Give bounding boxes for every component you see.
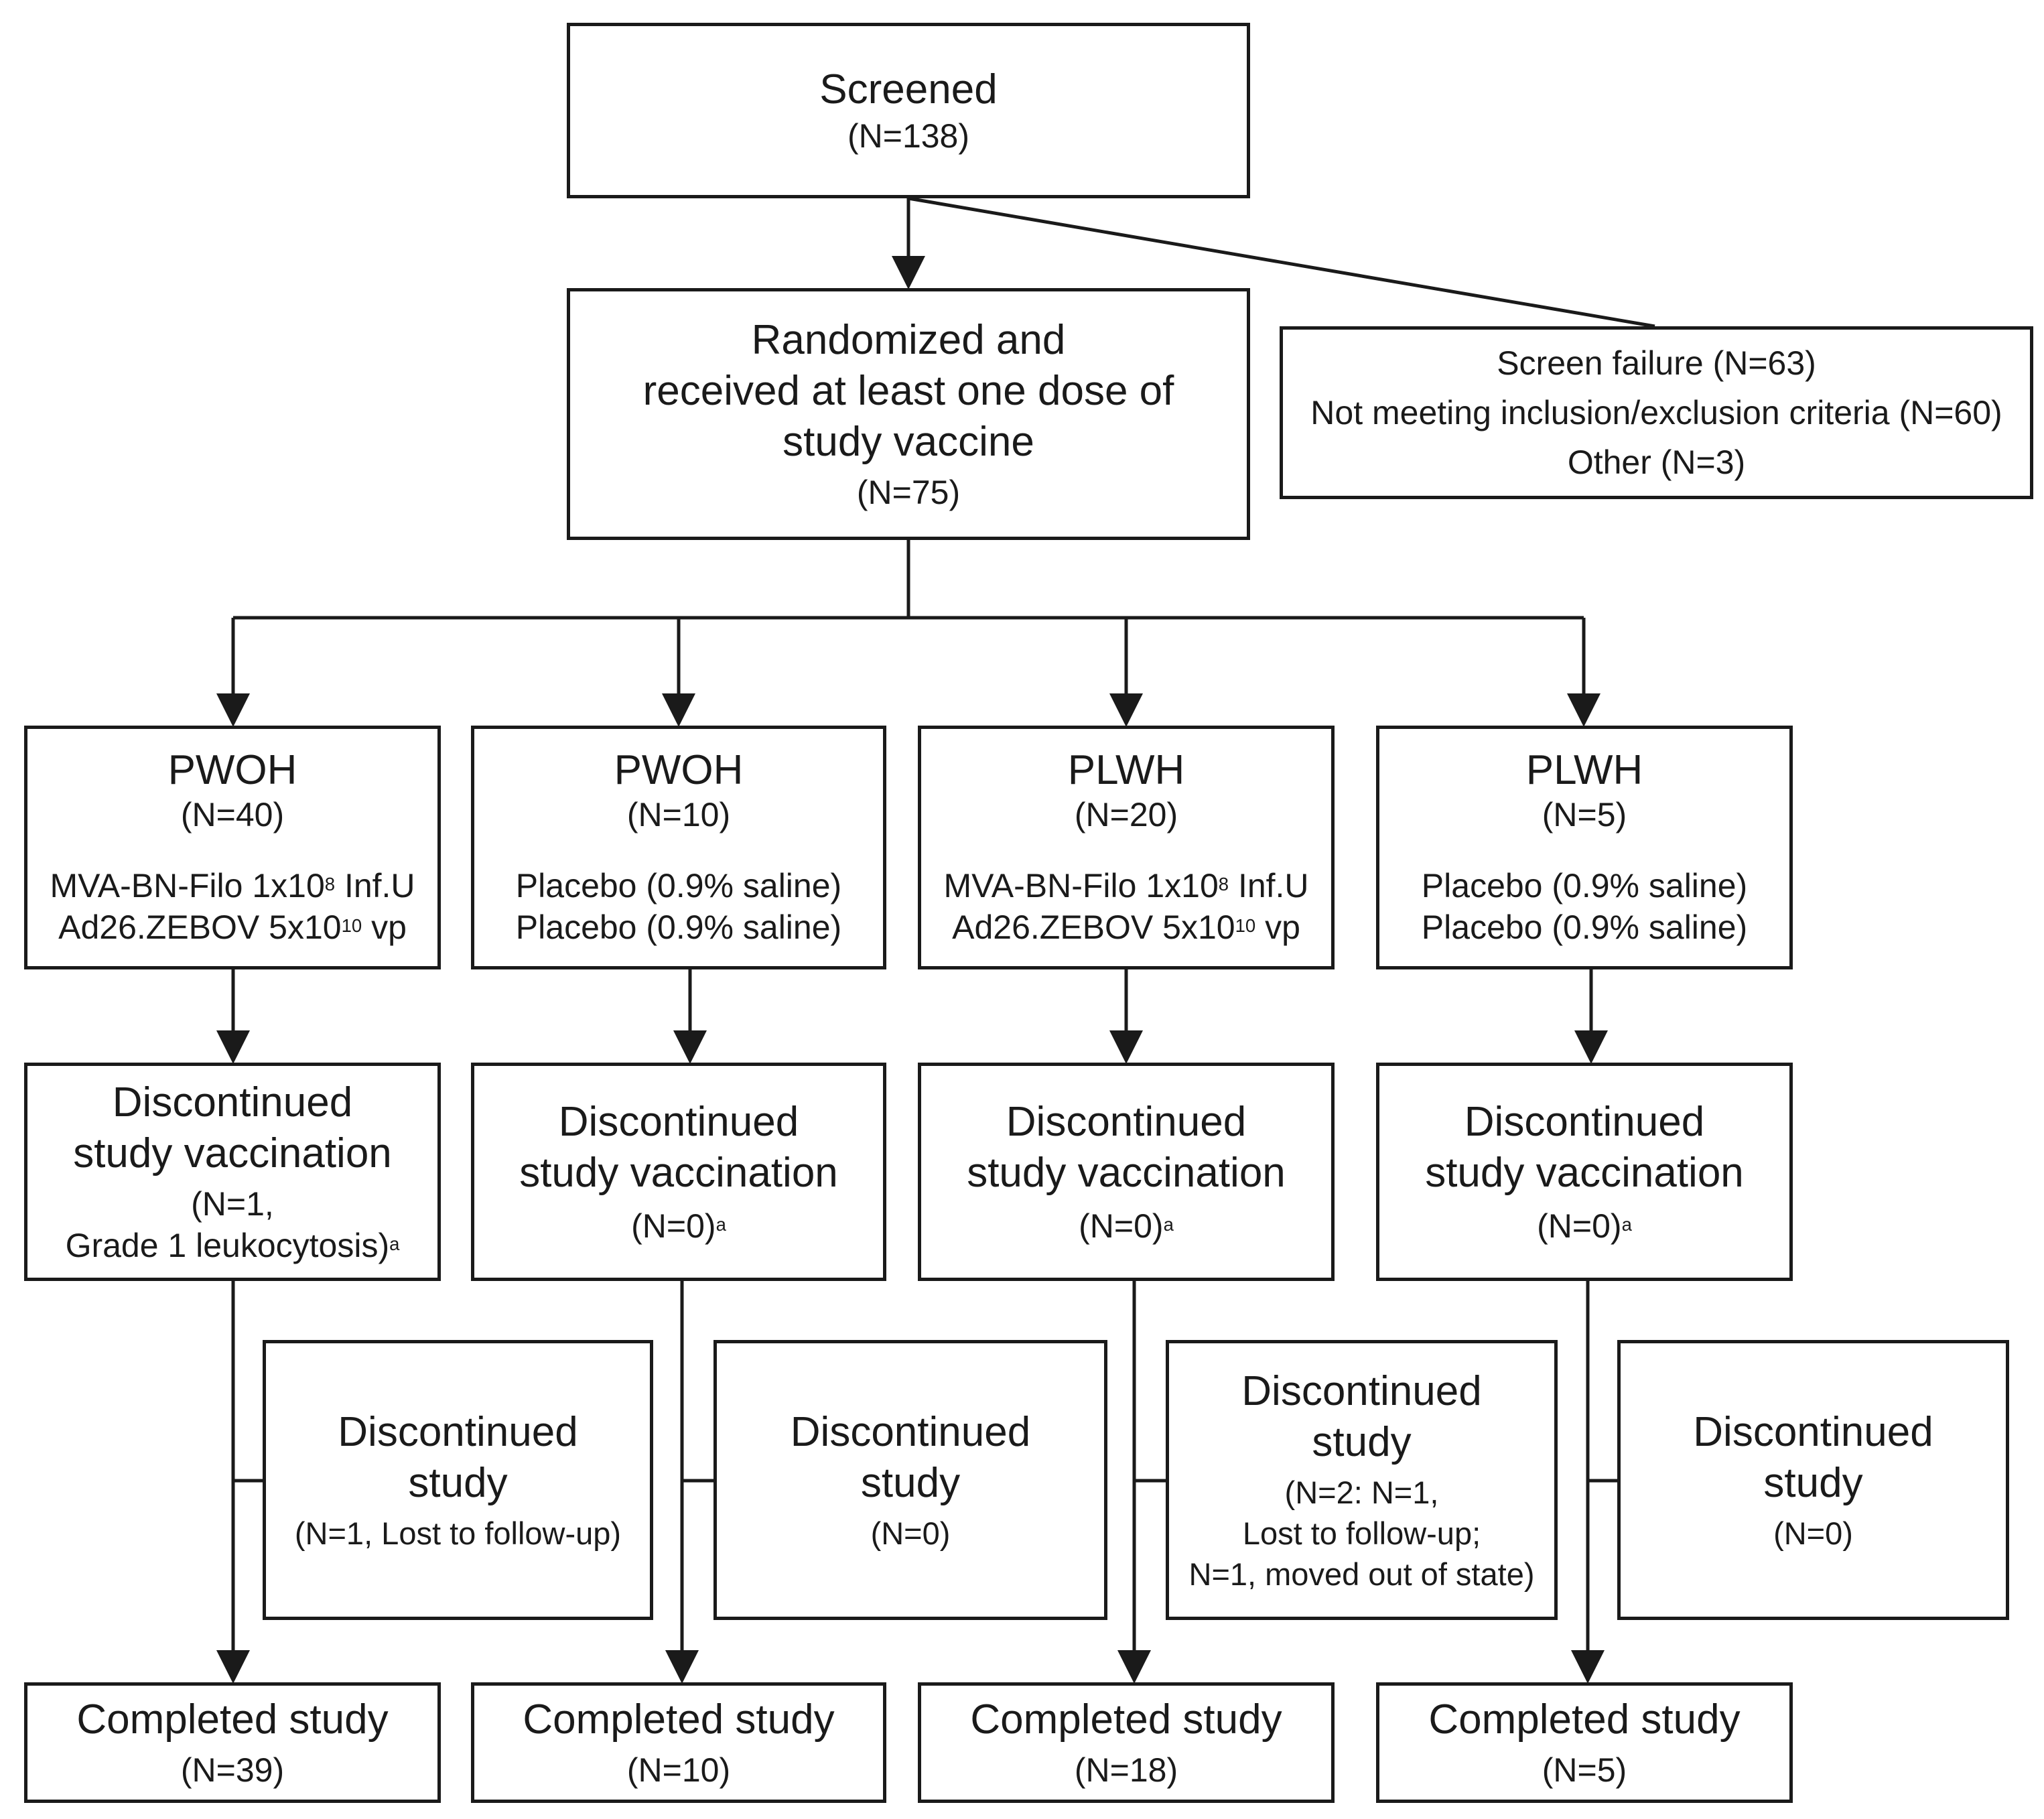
screened-count: (N=138) [847,117,970,155]
arm-regimen-2: Ad26.ZEBOV 5x1010 vp [952,908,1300,946]
completed-count: (N=10) [626,1751,731,1789]
screened-box: Screened (N=138) [567,23,1250,198]
completed-study-box: Completed study (N=10) [471,1682,886,1803]
ds-line-1: Discontinued [1693,1408,1933,1455]
arm-regimen-2: Placebo (0.9% saline) [1421,908,1748,946]
footnote-marker: a [389,1233,400,1254]
arm-regimen-2: Placebo (0.9% saline) [515,908,842,946]
screened-title: Screened [819,66,998,113]
screen-failure-line-3: Other (N=3) [1567,444,1746,481]
dv-count: (N=0)a [1079,1207,1174,1245]
line-screened-to-screen-failure [908,196,1655,328]
randomized-line-1: Randomized and [751,317,1066,363]
ds-line-2: study [1312,1418,1412,1465]
dv-count: (N=1, [191,1185,274,1223]
arm-count: (N=40) [180,796,285,833]
arm-regimen-1: MVA-BN-Filo 1x108 Inf.U [50,867,415,904]
ds-line-1: Discontinued [790,1408,1031,1455]
screen-failure-line-1: Screen failure (N=63) [1497,344,1816,382]
ds-detail: (N=2: N=1, [1284,1474,1439,1510]
discontinued-study-box: Discontinued study (N=0) [713,1340,1107,1620]
ds-detail: (N=0) [1773,1515,1853,1551]
completed-study-box: Completed study (N=18) [918,1682,1335,1803]
arm-count: (N=20) [1074,796,1178,833]
arm-regimen-1: MVA-BN-Filo 1x108 Inf.U [943,867,1309,904]
arm-regimen-1: Placebo (0.9% saline) [1421,867,1748,904]
arm-regimen-1: Placebo (0.9% saline) [515,867,842,904]
footnote-marker: a [1621,1214,1632,1235]
discontinued-vaccination-box: Discontinued study vaccination (N=1, Gra… [24,1063,441,1281]
dv-line-1: Discontinued [1006,1099,1247,1145]
ds-line-2: study [408,1459,508,1506]
arm-count: (N=5) [1542,796,1627,833]
arm-box-plwh-vaccine: PLWH (N=20) MVA-BN-Filo 1x108 Inf.U Ad26… [918,726,1335,969]
ds-line-1: Discontinued [338,1408,578,1455]
dv-count: (N=0)a [631,1207,726,1245]
arm-group: PLWH [1525,747,1643,793]
footnote-marker: a [1163,1214,1174,1235]
discontinued-study-box: Discontinued study (N=1, Lost to follow-… [263,1340,653,1620]
discontinued-study-box: Discontinued study (N=2: N=1, Lost to fo… [1166,1340,1558,1620]
completed-study-box: Completed study (N=5) [1376,1682,1793,1803]
screen-failure-line-2: Not meeting inclusion/exclusion criteria… [1310,394,2002,431]
ds-detail: (N=1, Lost to follow-up) [294,1515,622,1551]
dv-line-1: Discontinued [1464,1099,1705,1145]
dv-line-2: study vaccination [519,1150,838,1196]
discontinued-study-box: Discontinued study (N=0) [1617,1340,2009,1620]
dv-line-1: Discontinued [112,1079,353,1126]
completed-study-box: Completed study (N=39) [24,1682,441,1803]
arm-group: PWOH [167,747,297,793]
randomized-line-2: received at least one dose of [642,368,1174,414]
ds-line-1: Discontinued [1241,1367,1482,1414]
footnote-marker: a [716,1214,726,1235]
dv-line-2: study vaccination [73,1130,392,1176]
ds-detail: (N=0) [870,1515,951,1551]
dv-line-2: study vaccination [1425,1150,1744,1196]
completed-count: (N=5) [1542,1751,1627,1789]
screen-failure-box: Screen failure (N=63) Not meeting inclus… [1280,326,2033,499]
completed-count: (N=39) [180,1751,285,1789]
completed-label: Completed study [76,1696,389,1743]
discontinued-vaccination-box: Discontinued study vaccination (N=0)a [1376,1063,1793,1281]
discontinued-vaccination-box: Discontinued study vaccination (N=0)a [471,1063,886,1281]
completed-label: Completed study [523,1696,835,1743]
ds-line-2: study [860,1459,961,1506]
randomized-count: (N=75) [856,474,961,511]
arm-box-plwh-placebo: PLWH (N=5) Placebo (0.9% saline) Placebo… [1376,726,1793,969]
arm-group: PLWH [1067,747,1185,793]
ds-detail: N=1, moved out of state) [1188,1556,1535,1592]
randomized-line-3: study vaccine [782,419,1034,465]
completed-label: Completed study [970,1696,1282,1743]
dv-line-1: Discontinued [558,1099,799,1145]
arm-group: PWOH [614,747,744,793]
arm-count: (N=10) [626,796,731,833]
randomized-box: Randomized and received at least one dos… [567,288,1250,540]
completed-label: Completed study [1428,1696,1741,1743]
dv-count: (N=0)a [1537,1207,1632,1245]
arm-box-pwoh-placebo: PWOH (N=10) Placebo (0.9% saline) Placeb… [471,726,886,969]
completed-count: (N=18) [1074,1751,1178,1789]
dv-reason: Grade 1 leukocytosis)a [65,1227,400,1264]
arm-box-pwoh-vaccine: PWOH (N=40) MVA-BN-Filo 1x108 Inf.U Ad26… [24,726,441,969]
ds-line-2: study [1763,1459,1863,1506]
arm-regimen-2: Ad26.ZEBOV 5x1010 vp [58,908,407,946]
dv-line-2: study vaccination [967,1150,1286,1196]
ds-detail: Lost to follow-up; [1242,1515,1481,1551]
discontinued-vaccination-box: Discontinued study vaccination (N=0)a [918,1063,1335,1281]
